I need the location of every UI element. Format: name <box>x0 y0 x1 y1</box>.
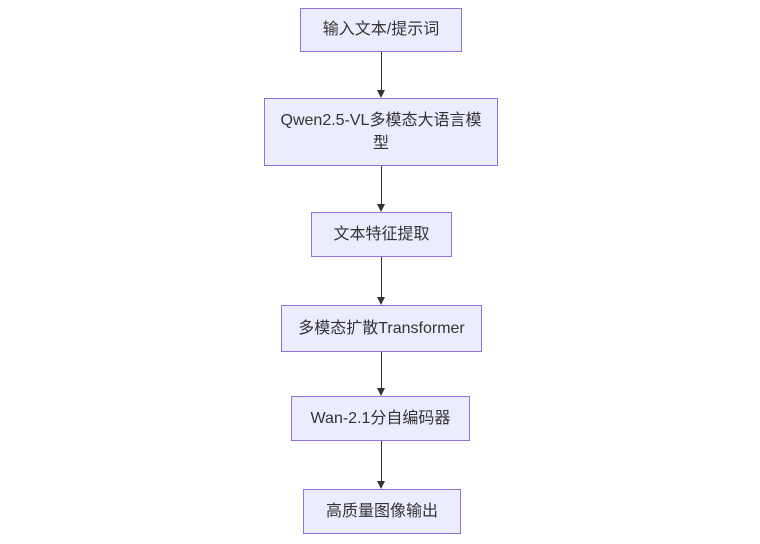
node-label: Qwen2.5-VL多模态大语言模型 <box>280 111 482 152</box>
node-label: 多模态扩散Transformer <box>298 319 465 337</box>
arrow-autoencoder-to-output <box>376 441 386 489</box>
arrow-qwen-to-feature <box>376 166 386 212</box>
arrow-shaft <box>380 166 382 205</box>
node-high-quality-image-output: 高质量图像输出 <box>303 489 461 534</box>
arrow-shaft <box>380 257 382 298</box>
node-multimodal-diffusion-transformer: 多模态扩散Transformer <box>281 305 482 352</box>
node-label: 输入文本/提示词 <box>322 21 440 39</box>
arrow-shaft <box>380 441 382 482</box>
node-qwen-multimodal-llm: Qwen2.5-VL多模态大语言模型 <box>264 98 498 166</box>
arrowhead-down-icon <box>377 388 385 396</box>
arrow-transformer-to-autoencoder <box>376 352 386 396</box>
node-label: 高质量图像输出 <box>325 502 438 520</box>
arrowhead-down-icon <box>377 481 385 489</box>
arrow-feature-to-transformer <box>376 257 386 305</box>
node-label: Wan-2.1分自编码器 <box>310 409 451 427</box>
arrowhead-down-icon <box>377 204 385 212</box>
node-label: 文本特征提取 <box>333 225 430 243</box>
arrow-input-to-qwen <box>376 52 386 98</box>
arrow-shaft <box>380 352 382 389</box>
arrowhead-down-icon <box>377 90 385 98</box>
node-wan-autoencoder: Wan-2.1分自编码器 <box>291 396 470 441</box>
node-input-text-prompt: 输入文本/提示词 <box>300 8 462 52</box>
arrowhead-down-icon <box>377 297 385 305</box>
node-text-feature-extraction: 文本特征提取 <box>311 212 452 257</box>
arrow-shaft <box>380 52 382 91</box>
